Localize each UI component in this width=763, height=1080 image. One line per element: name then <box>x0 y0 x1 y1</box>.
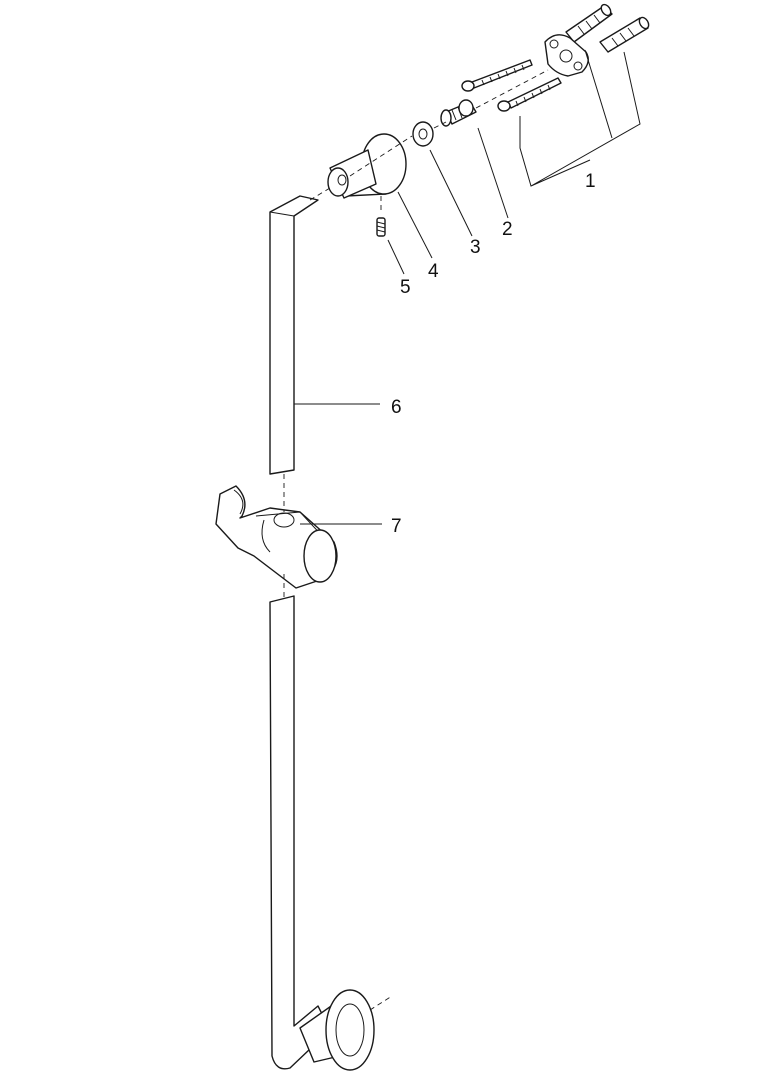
callout-1: 1 <box>585 171 596 192</box>
threaded-connector <box>440 99 509 219</box>
slide-holder <box>215 485 382 589</box>
callout-2: 2 <box>502 219 513 240</box>
callout-4: 4 <box>428 261 439 282</box>
screw-lower <box>497 77 562 112</box>
grub-screw <box>376 217 405 275</box>
assembly-axes <box>283 69 549 1011</box>
wall-plug-lower <box>599 16 650 53</box>
callout-3: 3 <box>470 237 481 258</box>
callout-6: 6 <box>391 397 402 418</box>
callout-1-bracket <box>519 49 641 187</box>
mounting-kit <box>461 3 650 187</box>
rail-lower <box>269 595 375 1071</box>
washer <box>412 121 473 237</box>
wall-holder-upper <box>327 133 433 259</box>
wall-plug-upper <box>565 3 613 43</box>
mounting-plate <box>544 34 589 77</box>
callout-7: 7 <box>391 516 402 537</box>
rail-upper <box>269 195 380 475</box>
callout-5: 5 <box>400 277 411 298</box>
callouts: 1 2 3 4 5 6 7 <box>391 171 596 537</box>
screw-upper <box>461 59 533 92</box>
